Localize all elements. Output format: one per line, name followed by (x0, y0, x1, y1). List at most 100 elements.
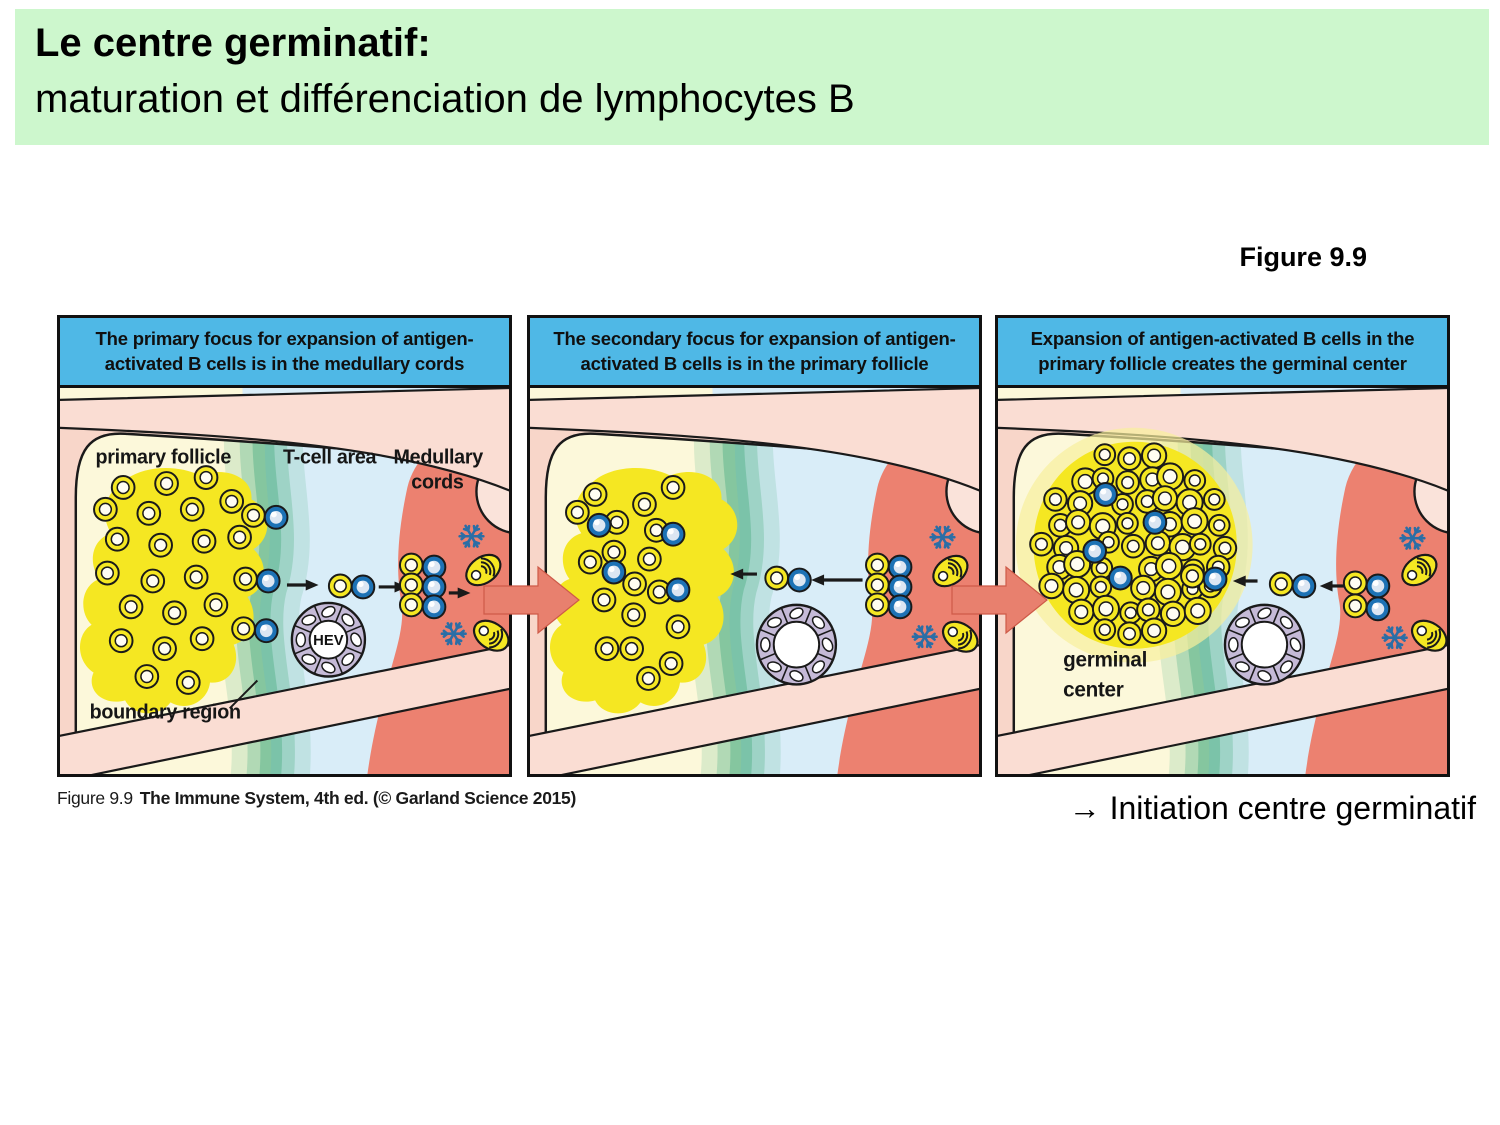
germinal-center-b-cell (1065, 509, 1092, 536)
t-cell-area-label: T-cell area (283, 447, 377, 469)
germinal-center-activated-cell (1082, 538, 1108, 564)
germinal-center-b-cell (1151, 485, 1179, 512)
follicle-b-cell (219, 488, 245, 514)
b-cell (1180, 563, 1205, 589)
follicle-b-cell (110, 475, 136, 500)
germinal-center-b-cell (1140, 442, 1168, 469)
plasma-cell (941, 620, 979, 653)
follicle-b-cell (136, 500, 162, 526)
germinal-center-b-cell (1115, 470, 1140, 495)
follicle-b-cell (658, 651, 684, 677)
migration-arrow (448, 587, 471, 599)
annotation-initiation: → Initiation centre germinatif (1068, 790, 1476, 826)
panel-transition-arrow-1 (483, 565, 580, 635)
follicle-b-cell (203, 592, 229, 618)
follicle-b-cell (175, 670, 201, 695)
figure-reference-label: Figure 9.9 (1239, 242, 1367, 272)
follicle-b-cell (594, 636, 620, 662)
germinal-center-activated-cell (1142, 509, 1168, 535)
plasma-cell (465, 553, 502, 587)
follicle-b-cell (621, 602, 646, 628)
migration-arrow (1319, 580, 1345, 592)
plasmablast-activated-cell (1365, 596, 1391, 622)
germinal-center-b-cell (1091, 594, 1120, 623)
follicle-b-cell (162, 600, 187, 626)
germinal-center-b-cell (1144, 529, 1171, 557)
panel-secondary-focus: The secondary focus for expansion of ant… (527, 315, 982, 777)
activated-b-cell (350, 574, 376, 600)
antibody-icon (929, 525, 956, 549)
follicle-b-cell (632, 491, 657, 517)
caption-figure-number: Figure 9.9 (57, 788, 133, 808)
subcapsular-sinus-band (530, 388, 979, 492)
germinal-center-b-cell (1153, 577, 1182, 607)
germinal-center-b-cell (1183, 596, 1212, 625)
follicle-b-cell (154, 471, 179, 496)
follicle-b-cell (179, 496, 205, 522)
plasmablast-activated-cell (887, 594, 913, 620)
primary-follicle-region (79, 468, 268, 714)
germinal-center-label: center (1063, 678, 1124, 701)
follicle-b-cell (601, 539, 627, 565)
germinal-center-b-cell (1140, 617, 1168, 644)
follicle-b-cell (134, 664, 160, 689)
panel-primary-focus: The primary focus for expansion of antig… (57, 315, 512, 777)
follicle-b-cell (148, 532, 173, 558)
plasmablast-b-cell (865, 552, 890, 578)
germinal-center-b-cell (1188, 532, 1212, 556)
activated-b-cell (255, 568, 281, 594)
activated-b-cell (253, 618, 279, 644)
germinal-center-b-cell (1038, 572, 1065, 600)
antibody-icon (440, 622, 467, 646)
follicle-activated-cell (601, 559, 627, 585)
panel-1-header: The primary focus for expansion of antig… (60, 318, 509, 388)
b-cell (241, 502, 266, 528)
germinal-center-b-cell (1117, 621, 1142, 647)
antibody-icon (911, 625, 938, 649)
plasma-cell (932, 554, 969, 588)
plasma-cell (472, 619, 509, 652)
follicle-b-cell (93, 496, 118, 522)
follicle-b-cell (637, 546, 662, 572)
panel-2-header: The secondary focus for expansion of ant… (530, 318, 979, 388)
follicle-b-cell (227, 524, 252, 550)
b-cell (327, 573, 353, 599)
b-cell (233, 566, 258, 592)
germinal-center-b-cell (1183, 469, 1207, 492)
germinal-center-b-cell (1116, 511, 1139, 535)
germinal-center-activated-cell (1093, 482, 1118, 507)
follicle-b-cell (591, 587, 617, 613)
follicle-b-cell (619, 636, 644, 662)
germinal-center-b-cell (1136, 597, 1161, 623)
germinal-center-b-cell (1093, 443, 1117, 467)
plasmablast-activated-cell (421, 594, 447, 620)
follicle-b-cell (152, 636, 177, 662)
b-cell (764, 565, 790, 591)
germinal-center-b-cell (1043, 487, 1068, 512)
activated-b-cell (787, 567, 812, 593)
germinal-center-b-cell (1089, 575, 1113, 599)
plasmablast-b-cell (1342, 570, 1368, 596)
follicle-b-cell (108, 628, 134, 654)
migration-arrow (286, 579, 319, 591)
germinal-center-b-cell (1068, 598, 1095, 626)
activated-b-cell (263, 504, 289, 530)
transition-arrow-shape (951, 565, 1048, 635)
follicle-b-cell (582, 482, 608, 507)
boundary-pointer-line (229, 679, 259, 710)
plasmablast-b-cell (1342, 593, 1368, 619)
transition-arrow-shape (483, 565, 580, 635)
b-cell (231, 616, 256, 642)
follicle-b-cell (622, 571, 647, 597)
plasma-cell (1410, 619, 1447, 652)
migration-arrow (811, 574, 863, 586)
medullary-cords-label: Medullary (394, 447, 484, 469)
hev-vessel (1223, 603, 1306, 686)
panel-transition-arrow-2 (951, 565, 1048, 635)
antibody-icon (458, 524, 485, 548)
subcapsular-sinus-band (998, 388, 1447, 492)
germinal-center-b-cell (1207, 513, 1231, 537)
